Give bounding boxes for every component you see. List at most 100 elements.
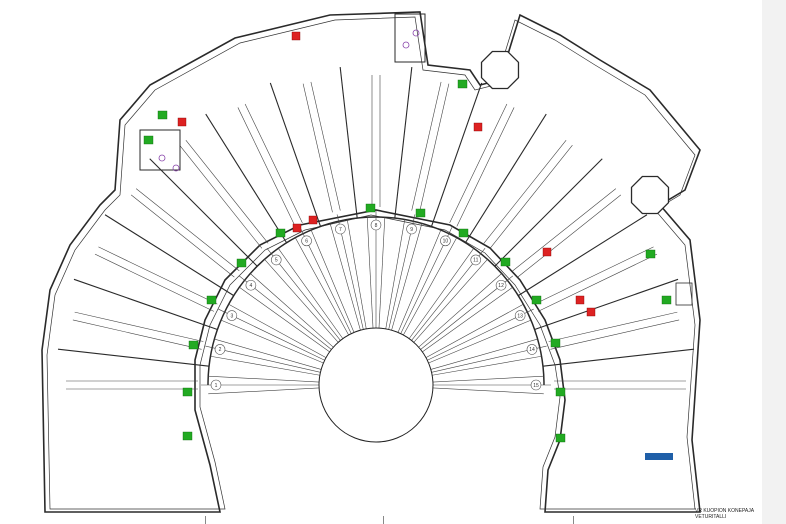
- track-rail: [220, 319, 324, 364]
- pit-edge: [534, 246, 654, 305]
- track-rail: [208, 387, 320, 395]
- pit-edge: [98, 246, 218, 305]
- number-circle: [301, 235, 312, 247]
- number-circle: [440, 235, 451, 247]
- number-circle: [526, 344, 538, 355]
- track-rail: [422, 287, 513, 353]
- exit-sign-icon: [143, 135, 154, 145]
- wc-symbol-icon: [158, 154, 166, 162]
- stall-number-13: 13: [514, 310, 526, 321]
- exit-sign-icon: [365, 203, 376, 213]
- exit-sign-icon: [182, 387, 193, 397]
- stair-tower-north: [480, 50, 520, 90]
- track-rail: [432, 355, 542, 376]
- pit-edge: [237, 107, 296, 227]
- stall-number-6: 6: [301, 235, 312, 247]
- pit-edge: [489, 144, 573, 249]
- stall-number-label: 10: [443, 239, 449, 245]
- pit-edge: [411, 81, 442, 211]
- stall-number-8: 8: [370, 219, 382, 231]
- exit-sign-icon: [206, 295, 217, 305]
- track-rail: [208, 375, 320, 383]
- stall-number-12: 12: [495, 279, 507, 291]
- track-rail: [403, 237, 457, 336]
- annex-rooms: [139, 13, 693, 306]
- stall-number-label: 7: [339, 227, 342, 233]
- pit-edge: [185, 139, 269, 244]
- exit-sign-icon: [555, 433, 566, 443]
- track-rail: [239, 287, 330, 353]
- building-outline: [41, 11, 701, 513]
- pit-edge: [419, 83, 450, 213]
- stall-number-label: 8: [375, 223, 378, 229]
- stall-number-label: 13: [517, 313, 523, 319]
- stall-divider-wall: [269, 82, 322, 227]
- track-rail: [295, 237, 349, 336]
- number-circle: [210, 379, 222, 391]
- pit-edge: [130, 194, 235, 278]
- fire-extinguisher-icon: [542, 247, 552, 257]
- stall-number-4: 4: [245, 279, 257, 291]
- pit-edge: [483, 139, 567, 244]
- track-rail: [250, 273, 334, 348]
- fire-extinguisher-icon: [177, 117, 187, 127]
- stall-divider-wall: [339, 66, 358, 219]
- pit-edge: [94, 253, 215, 312]
- viewer-margin: [762, 0, 786, 524]
- stall-divider-wall: [57, 348, 210, 367]
- track-rail: [413, 259, 488, 343]
- pit-edge: [548, 311, 678, 342]
- stall-divider-wall: [494, 158, 603, 267]
- track-rail: [418, 273, 502, 348]
- pit-edge: [449, 103, 508, 224]
- exit-sign-icon: [236, 258, 247, 268]
- exit-sign-icon: [458, 228, 469, 238]
- track-rail: [428, 319, 532, 364]
- wc-symbol-icon: [412, 29, 420, 37]
- sheet-edge-tick: [573, 516, 574, 524]
- stair-tower-east: [630, 175, 670, 215]
- track-rail: [264, 259, 339, 343]
- number-circle: [406, 223, 417, 235]
- stall-number-3: 3: [226, 310, 238, 321]
- track-rail: [432, 387, 544, 395]
- pit-edge: [550, 319, 680, 350]
- stall-number-label: 6: [305, 239, 308, 245]
- track-rail: [408, 248, 474, 339]
- stall-number-1: 1: [210, 379, 222, 391]
- track-rail: [228, 304, 327, 358]
- fire-extinguisher-icon: [575, 295, 585, 305]
- number-circle: [245, 279, 257, 291]
- stall-divider-wall: [205, 113, 288, 244]
- track-rail: [214, 338, 322, 370]
- turntable: [318, 327, 434, 443]
- title-line-1: VR KUOPION KONEPAJA: [695, 508, 755, 514]
- stall-number-label: 3: [230, 313, 233, 319]
- title-line-2: VETURITALLI: [695, 514, 727, 520]
- stall-number-label: 11: [473, 258, 478, 264]
- track-rail: [278, 248, 344, 339]
- number-circle: [270, 254, 282, 266]
- pit-edge: [537, 253, 658, 312]
- track-rail: [310, 229, 355, 333]
- stall-divider-wall: [542, 348, 695, 367]
- sheet-edge-tick: [205, 516, 206, 524]
- fire-extinguisher-icon: [473, 122, 483, 132]
- stall-number-label: 1: [215, 383, 218, 389]
- inner-wall-line: [46, 16, 696, 510]
- stall-number-label: 12: [498, 283, 504, 289]
- stall-number-10: 10: [440, 235, 451, 247]
- track-rail: [346, 219, 367, 329]
- stall-number-label: 9: [410, 227, 413, 233]
- stall-number-2: 2: [214, 344, 226, 355]
- track-rail: [378, 217, 386, 329]
- pit-edge: [179, 144, 263, 249]
- stall-number-label: 15: [533, 383, 539, 389]
- exit-sign-icon: [188, 340, 199, 350]
- stall-number-7: 7: [335, 223, 346, 235]
- number-circle: [470, 254, 482, 266]
- track-rail: [391, 223, 423, 331]
